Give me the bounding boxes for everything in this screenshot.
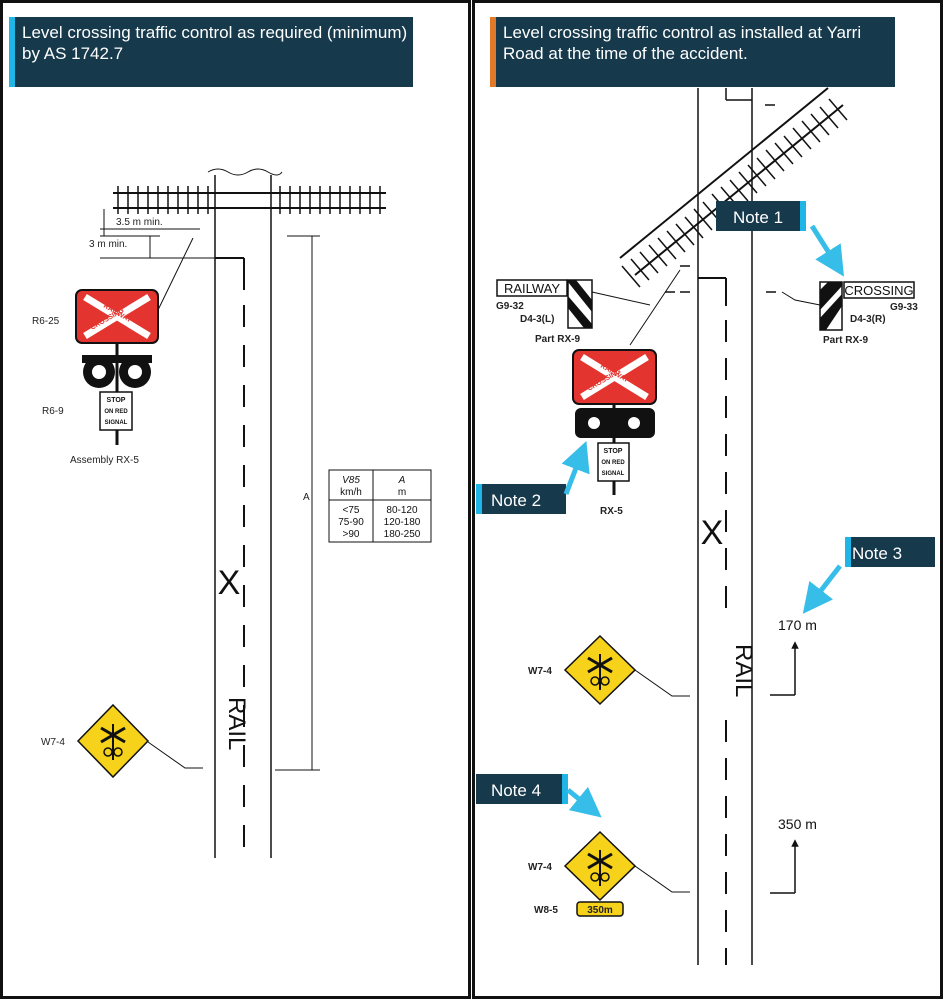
right-header-wrap: Level crossing traffic control as instal… xyxy=(503,23,862,63)
right-road-rail-marking: RAIL xyxy=(730,644,757,697)
right-panel: Level crossing traffic control as instal… xyxy=(476,17,935,965)
crossing-g9-33-plate xyxy=(843,281,915,299)
right-road xyxy=(697,88,775,965)
left-dim-a: A xyxy=(303,492,310,503)
table-cell: <75 xyxy=(343,505,360,516)
crossing-plate-text: CROSSING xyxy=(844,283,913,298)
left-dimensions xyxy=(100,209,320,771)
w8-5-plate-text: 350m xyxy=(587,905,613,916)
left-panel: Level crossing traffic control as requir… xyxy=(9,17,432,858)
right-lantern-housing xyxy=(575,408,655,438)
right-panel-frame xyxy=(472,0,943,999)
note-3-callout: Note 3 xyxy=(802,537,935,614)
left-label-r6-25: R6-25 xyxy=(32,316,60,327)
note-2-text: Note 2 xyxy=(491,491,541,510)
left-road-rail-marking: RAIL xyxy=(223,697,250,750)
left-rail-track xyxy=(113,186,386,214)
note-2-callout: Note 2 xyxy=(476,440,590,514)
label-part-rx9-right: Part RX-9 xyxy=(823,335,868,346)
railway-plate-text: RAILWAY xyxy=(504,281,560,296)
left-stop-line-1: STOP xyxy=(107,397,126,404)
right-header-text: Level crossing traffic control as instal… xyxy=(503,23,862,63)
left-header-box xyxy=(15,17,413,87)
left-label-r6-9: R6-9 xyxy=(42,406,64,417)
right-crossing-plate-group: CROSSING xyxy=(781,281,915,331)
right-w7-4-sign-upper xyxy=(563,634,690,706)
distance-170m: 170 m xyxy=(778,617,817,633)
left-road xyxy=(207,168,283,858)
right-stop-line-1: STOP xyxy=(604,448,623,455)
left-dim-3-5m: 3.5 m min. xyxy=(116,217,163,228)
left-label-w7-4: W7-4 xyxy=(41,737,65,748)
table-head-a: A xyxy=(398,475,406,486)
label-w7-4-upper: W7-4 xyxy=(528,666,552,677)
table-head-a-unit: m xyxy=(398,487,406,498)
table-cell: 180-250 xyxy=(384,529,421,540)
right-stop-line-2: ON RED xyxy=(601,460,625,466)
w8-5-distance-plate xyxy=(576,901,624,917)
note-1-callout: Note 1 xyxy=(716,201,845,277)
note-4-text: Note 4 xyxy=(491,781,541,800)
left-stop-line-3: SIGNAL xyxy=(105,420,128,426)
table-cell: >90 xyxy=(343,529,360,540)
table-cell: 80-120 xyxy=(386,505,418,516)
label-part-rx9-left: Part RX-9 xyxy=(535,334,580,345)
left-label-assembly-rx5: Assembly RX-5 xyxy=(70,455,139,466)
note-3-text: Note 3 xyxy=(852,544,902,563)
left-dim-3m: 3 m min. xyxy=(89,239,127,250)
table-cell: 75-90 xyxy=(338,517,364,528)
right-header-box xyxy=(496,17,895,87)
right-railway-plate-group: RAILWAY xyxy=(496,269,681,346)
right-road-x-marking: X xyxy=(701,514,724,552)
left-header-text: Level crossing traffic control as requir… xyxy=(22,23,408,63)
table-head-v: V85 xyxy=(342,475,360,486)
note-4-callout: Note 4 xyxy=(476,774,602,818)
right-w7-4-sign-lower: 350m xyxy=(563,830,690,917)
right-lantern-left xyxy=(588,417,600,429)
right-rx5-assembly: RAILWAY CROSSING STOP ON RED SIGNAL xyxy=(572,349,657,495)
label-d4-3-left: D4-3(L) xyxy=(520,314,554,325)
left-panel-frame xyxy=(0,0,471,999)
railway-g9-32-plate xyxy=(496,279,568,297)
left-speed-table: V85 km/h A m <75 80-120 75-90 120-180 >9… xyxy=(328,469,432,543)
right-small-marks xyxy=(665,265,776,293)
right-stop-on-red-plate xyxy=(597,442,630,482)
right-header-accent xyxy=(490,17,496,87)
table-head-v-unit: km/h xyxy=(340,487,362,498)
label-g9-32: G9-32 xyxy=(496,301,524,312)
right-rail-track xyxy=(619,87,848,288)
label-w8-5: W8-5 xyxy=(534,905,558,916)
label-g9-33: G9-33 xyxy=(890,302,918,313)
left-stop-line-2: ON RED xyxy=(104,409,128,415)
left-road-x-marking: X xyxy=(218,564,241,602)
left-rx5-assembly: RAILWAY CROSSING STOP ON RED SIGNAL xyxy=(75,237,194,445)
left-w7-4-sign xyxy=(76,703,203,779)
right-stop-line-3: SIGNAL xyxy=(602,471,625,477)
label-rx5: RX-5 xyxy=(600,506,623,517)
table-cell: 120-180 xyxy=(384,517,421,528)
right-lantern-right xyxy=(628,417,640,429)
label-d4-3-right: D4-3(R) xyxy=(850,314,886,325)
note-1-text: Note 1 xyxy=(733,208,783,227)
left-header-wrap: Level crossing traffic control as requir… xyxy=(22,23,408,63)
right-distance-arrows xyxy=(770,641,799,894)
left-stop-on-red-plate xyxy=(99,391,133,431)
left-header-accent xyxy=(9,17,15,87)
distance-350m: 350 m xyxy=(778,816,817,832)
label-w7-4-lower: W7-4 xyxy=(528,862,552,873)
